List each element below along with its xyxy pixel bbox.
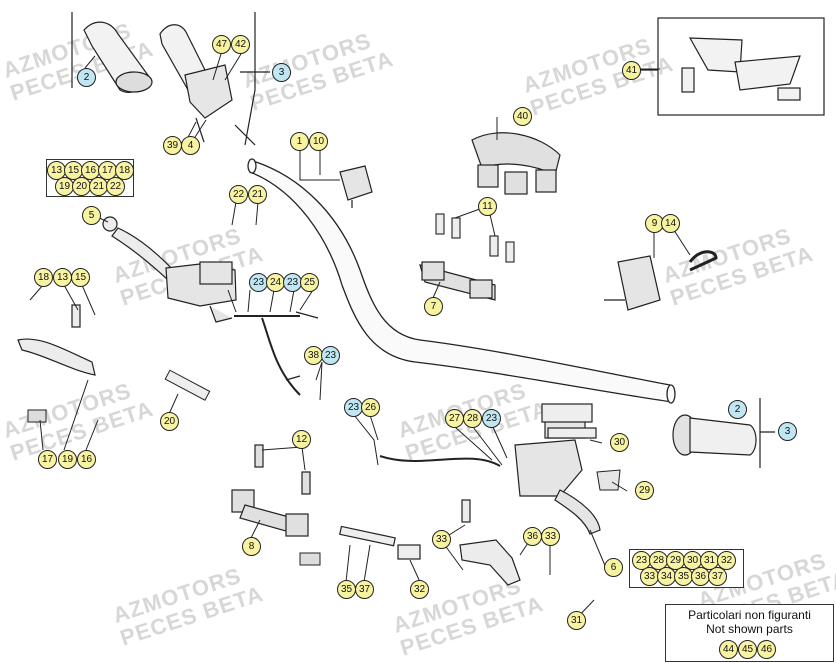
clutch-master [165, 261, 237, 323]
callout-4[interactable]: 4 [181, 136, 200, 155]
callout-16[interactable]: 16 [77, 450, 96, 469]
callout-3[interactable]: 3 [778, 422, 797, 441]
callout-23[interactable]: 23 [482, 409, 501, 428]
pin-20 [164, 369, 211, 401]
not-shown-part[interactable]: 44 [719, 640, 738, 659]
bar-clamp-top [471, 132, 561, 195]
clip-17 [27, 409, 47, 423]
callout-40[interactable]: 40 [513, 107, 532, 126]
cable-tie [688, 250, 718, 272]
callout-10[interactable]: 10 [309, 132, 328, 151]
kit-5-item[interactable]: 18 [115, 161, 134, 180]
kit-6-item[interactable]: 35 [674, 567, 693, 586]
callout-14[interactable]: 14 [661, 214, 680, 233]
callout-6[interactable]: 6 [604, 558, 623, 577]
callout-1[interactable]: 1 [290, 132, 309, 151]
callout-33[interactable]: 33 [432, 530, 451, 549]
not-shown-part[interactable]: 45 [738, 640, 757, 659]
callout-31[interactable]: 31 [567, 611, 586, 630]
callout-5[interactable]: 5 [82, 206, 101, 225]
kit-6-item[interactable]: 32 [717, 551, 736, 570]
callout-17[interactable]: 17 [38, 450, 57, 469]
bar-clamp-lower [419, 261, 496, 301]
clutch-hose [234, 315, 301, 396]
callout-47[interactable]: 47 [212, 35, 231, 54]
callout-37[interactable]: 37 [355, 580, 374, 599]
callout-29[interactable]: 29 [635, 481, 654, 500]
clutch-lever [102, 216, 176, 281]
brake-hose [379, 455, 501, 467]
not-shown-part[interactable]: 46 [757, 640, 776, 659]
right-switch [604, 255, 661, 311]
callout-42[interactable]: 42 [231, 35, 250, 54]
callout-22[interactable]: 22 [229, 185, 248, 204]
clamp-bolts [435, 213, 515, 263]
callout-2[interactable]: 2 [77, 68, 96, 87]
callout-20[interactable]: 20 [160, 412, 179, 431]
clamp-29 [596, 469, 621, 491]
brush-guard [681, 37, 801, 101]
throttle-assembly [159, 24, 233, 143]
clip-35 [299, 552, 321, 566]
callout-12[interactable]: 12 [292, 430, 311, 449]
lower-clamp [231, 444, 311, 537]
callout-36[interactable]: 36 [523, 527, 542, 546]
push-rod [339, 525, 421, 560]
callout-30[interactable]: 30 [610, 433, 629, 452]
callout-35[interactable]: 35 [337, 580, 356, 599]
callout-18[interactable]: 18 [34, 268, 53, 287]
callout-15[interactable]: 15 [71, 268, 90, 287]
callout-8[interactable]: 8 [242, 537, 261, 556]
not-shown-title-en: Not shown parts [706, 622, 793, 636]
callout-23[interactable]: 23 [344, 398, 363, 417]
callout-11[interactable]: 11 [478, 197, 497, 216]
callout-27[interactable]: 27 [445, 409, 464, 428]
callout-7[interactable]: 7 [424, 297, 443, 316]
not-shown-title-it: Particolari non figuranti [688, 608, 811, 622]
kit-6-item[interactable]: 33 [640, 567, 659, 586]
callout-23[interactable]: 23 [321, 346, 340, 365]
callout-25[interactable]: 25 [300, 273, 319, 292]
left-switch [339, 165, 373, 208]
callout-13[interactable]: 13 [53, 268, 72, 287]
callout-2[interactable]: 2 [728, 400, 747, 419]
reservoir-cap [541, 403, 597, 439]
callout-41[interactable]: 41 [622, 61, 641, 80]
clutch-hose-fitting [285, 311, 319, 381]
handlebar [247, 158, 676, 404]
callout-21[interactable]: 21 [248, 185, 267, 204]
lever-right [459, 499, 521, 586]
callout-32[interactable]: 32 [410, 580, 429, 599]
right-grip [672, 414, 757, 456]
callout-39[interactable]: 39 [163, 136, 182, 155]
kit-6-item[interactable]: 37 [708, 567, 727, 586]
callout-19[interactable]: 19 [58, 450, 77, 469]
callout-28[interactable]: 28 [463, 409, 482, 428]
callout-26[interactable]: 26 [361, 398, 380, 417]
kit-5-item[interactable]: 22 [106, 177, 125, 196]
callout-33[interactable]: 33 [541, 527, 560, 546]
callout-3[interactable]: 3 [272, 63, 291, 82]
left-grip [83, 21, 153, 93]
lever-left [17, 304, 96, 376]
callout-23[interactable]: 23 [249, 273, 268, 292]
